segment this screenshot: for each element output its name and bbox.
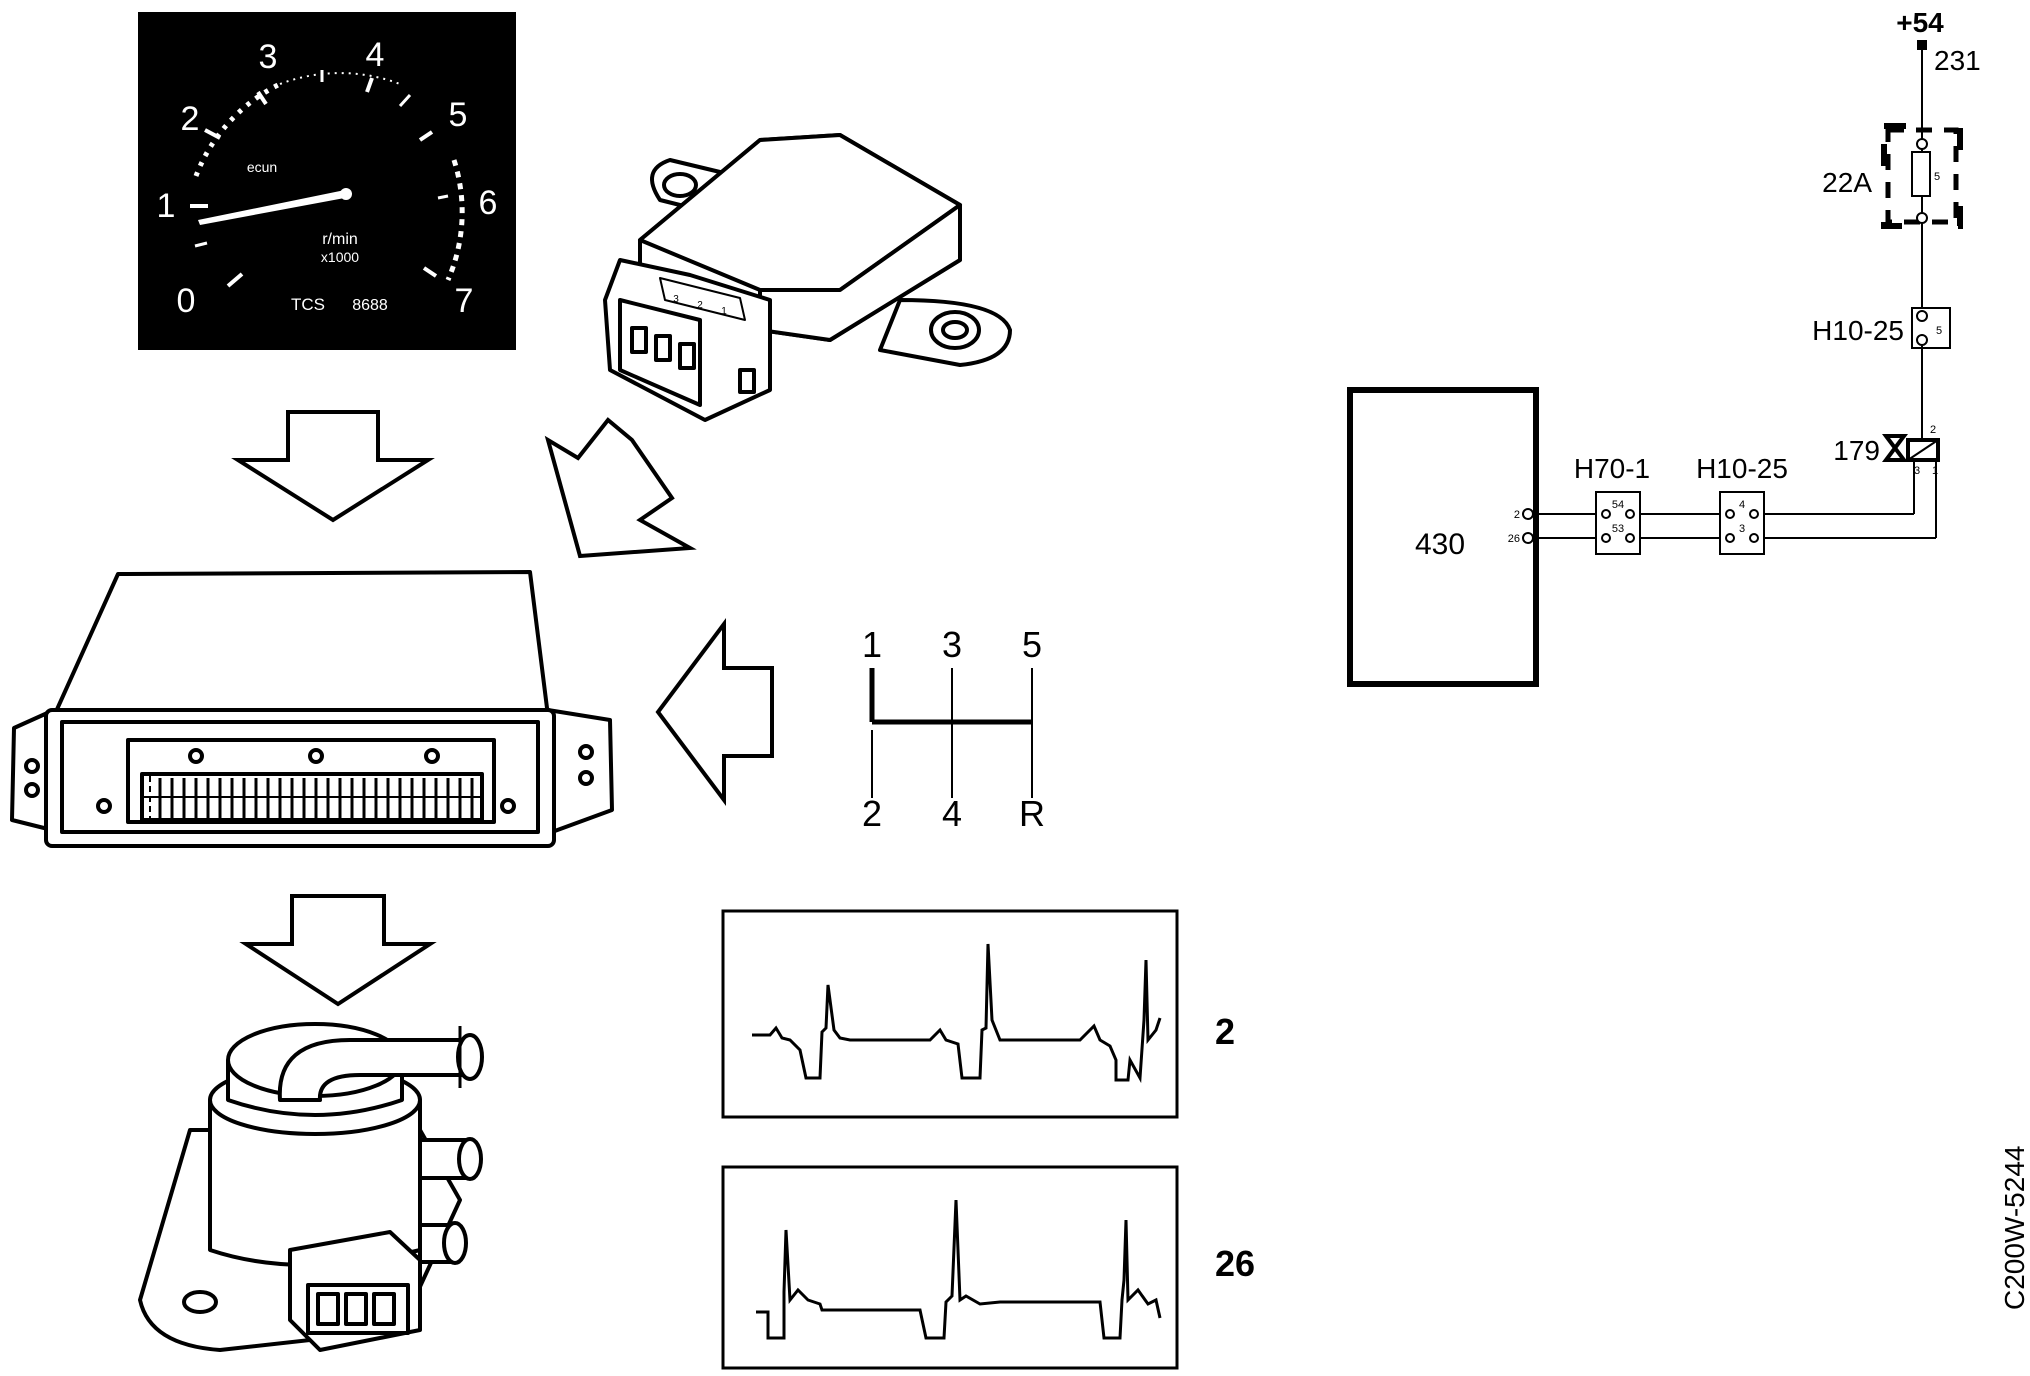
supply-label: +54: [1896, 7, 1944, 38]
gauge-unit-label: r/min: [322, 231, 358, 248]
connector-h10-25-top-pin: 5: [1936, 325, 1942, 337]
gauge-tick-1: 1: [157, 187, 176, 225]
wiring-schematic: +54 231 5 22A 5 H10-25 2 3: [1347, 7, 1981, 687]
gauge-tick-0: 0: [177, 282, 196, 320]
throttle-pin-1: 1: [721, 306, 727, 317]
ecu-430-box: [1347, 387, 1539, 687]
connector-h10-25-top: 5: [1911, 307, 1951, 349]
valve-pin-top: 2: [1930, 424, 1936, 436]
gauge-tick-3: 3: [259, 38, 278, 76]
gauge-tick-6: 6: [479, 184, 498, 222]
figure-code: C200W-5244: [1999, 1146, 2030, 1310]
gauge-brand-label: TCS: [291, 295, 325, 314]
waveform-pin-26: 26: [721, 1165, 1255, 1370]
tachometer-gauge: 0 1 2 3 4 5 6 7 ecun r/min x1000 TCS 868…: [138, 12, 516, 350]
arrow-diagonal-throttle-to-ecu: [544, 417, 697, 559]
connector-h10-25-bottom: 4 3: [1719, 491, 1765, 555]
control-module: [10, 570, 614, 848]
valve-pin-3: 3: [1914, 465, 1920, 477]
waveform-pin-2-label: 2: [1215, 1011, 1235, 1052]
connector-h10-25-top-label: H10-25: [1812, 315, 1904, 346]
ecu-430-label: 430: [1415, 528, 1465, 561]
waveform-pin-26-label: 26: [1215, 1243, 1255, 1284]
gauge-tick-5: 5: [449, 96, 468, 134]
gauge-odometer-label: 8688: [352, 297, 388, 314]
gear-r-label: R: [1019, 793, 1045, 834]
h10-bottom-pin-4: 4: [1739, 499, 1745, 511]
arrow-down-ecu-to-valve: [239, 894, 437, 1007]
arrow-left-gear-to-ecu: [655, 618, 774, 806]
gear-4-label: 4: [942, 793, 962, 834]
gauge-tick-4: 4: [366, 36, 385, 74]
waveform-pin-2: 2: [721, 909, 1235, 1119]
gauge-tick-7: 7: [455, 282, 474, 320]
gear-5-label: 5: [1022, 624, 1042, 665]
fuse-label: 22A: [1822, 167, 1872, 198]
ecu-pin-2: 2: [1514, 509, 1520, 521]
connector-h70-1: 54 53: [1595, 491, 1641, 555]
gear-pattern: 1 3 5 2 4 R: [862, 624, 1045, 834]
valve-label: 179: [1833, 435, 1880, 466]
fuse-number: 5: [1934, 171, 1940, 183]
ecu-pin-26: 26: [1508, 533, 1520, 545]
supply-wire-label: 231: [1934, 45, 1981, 76]
valve-179-symbol: 2 3 1: [1882, 424, 1940, 477]
gear-1-label: 1: [862, 624, 882, 665]
fuse-box: 5: [1881, 123, 1963, 229]
throttle-pin-3: 3: [673, 294, 679, 305]
h70-pin-53: 53: [1612, 523, 1624, 535]
solenoid-valve: [138, 1022, 484, 1352]
connector-h10-25-bottom-label: H10-25: [1696, 453, 1788, 484]
h10-bottom-pin-3: 3: [1739, 523, 1745, 535]
gear-3-label: 3: [942, 624, 962, 665]
gauge-upper-label: ecun: [247, 159, 277, 175]
connector-h70-1-label: H70-1: [1574, 453, 1650, 484]
gauge-multiplier-label: x1000: [321, 249, 359, 265]
gauge-tick-2: 2: [181, 100, 200, 138]
gear-2-label: 2: [862, 793, 882, 834]
arrow-down-gauge-to-ecu: [231, 410, 435, 523]
throttle-pin-2: 2: [697, 300, 703, 311]
h70-pin-54: 54: [1612, 499, 1624, 511]
throttle-sensor: 3 2 1: [603, 133, 1012, 422]
